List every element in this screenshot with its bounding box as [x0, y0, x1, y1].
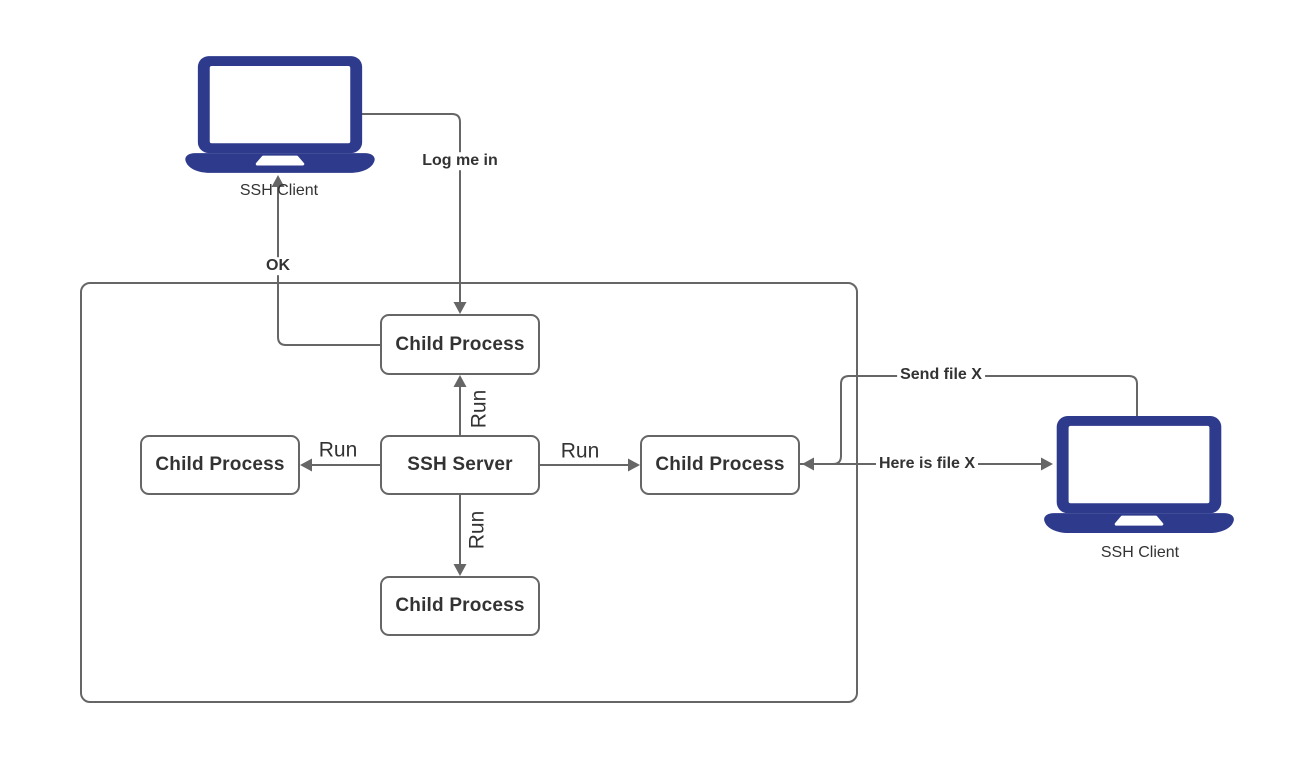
- node-child-process-left: Child Process: [140, 435, 300, 495]
- edge-log-me-in: [357, 113, 467, 314]
- edge-label-send-file: Send file X: [897, 366, 985, 384]
- arrowhead-right-icon: [628, 458, 640, 472]
- node-child-process-top: Child Process: [380, 314, 540, 375]
- edge-run-left: [300, 458, 380, 472]
- server-host-boundary: [80, 282, 858, 703]
- arrowhead-right-icon: [1041, 457, 1053, 471]
- node-child-process-bottom: Child Process: [380, 576, 540, 636]
- edge-label-run-left: Run: [315, 438, 361, 462]
- node-label: Child Process: [155, 454, 285, 475]
- node-child-process-right: Child Process: [640, 435, 800, 495]
- edge-run-top: [453, 375, 467, 435]
- ssh-client-label-right: SSH Client: [1100, 544, 1180, 561]
- edge-run-bottom: [453, 495, 467, 576]
- node-label: Child Process: [395, 333, 525, 355]
- arrowhead-up-icon: [271, 175, 285, 187]
- ssh-client-label-left: SSH Client: [239, 182, 319, 199]
- node-ssh-server: SSH Server: [380, 435, 540, 495]
- arrowhead-down-icon: [453, 564, 467, 576]
- edge-run-right: [540, 458, 640, 472]
- edge-label-run-right: Run: [557, 439, 603, 463]
- node-label: SSH Server: [407, 454, 513, 475]
- node-label: Child Process: [395, 595, 525, 616]
- laptop-icon: [1043, 416, 1235, 533]
- node-label: Child Process: [655, 454, 785, 475]
- edge-ok: [271, 175, 380, 346]
- arrowhead-up-icon: [453, 375, 467, 387]
- laptop-icon: [185, 56, 375, 173]
- edge-label-log-me-in: Log me in: [419, 152, 501, 170]
- edge-label-run-top: Run: [467, 386, 491, 432]
- arrowhead-down-icon: [453, 302, 467, 314]
- edge-label-ok: OK: [263, 257, 293, 275]
- edge-label-here-is-file: Here is file X: [875, 455, 979, 473]
- arrowhead-left-icon: [300, 458, 312, 472]
- edge-label-run-bottom: Run: [465, 507, 489, 553]
